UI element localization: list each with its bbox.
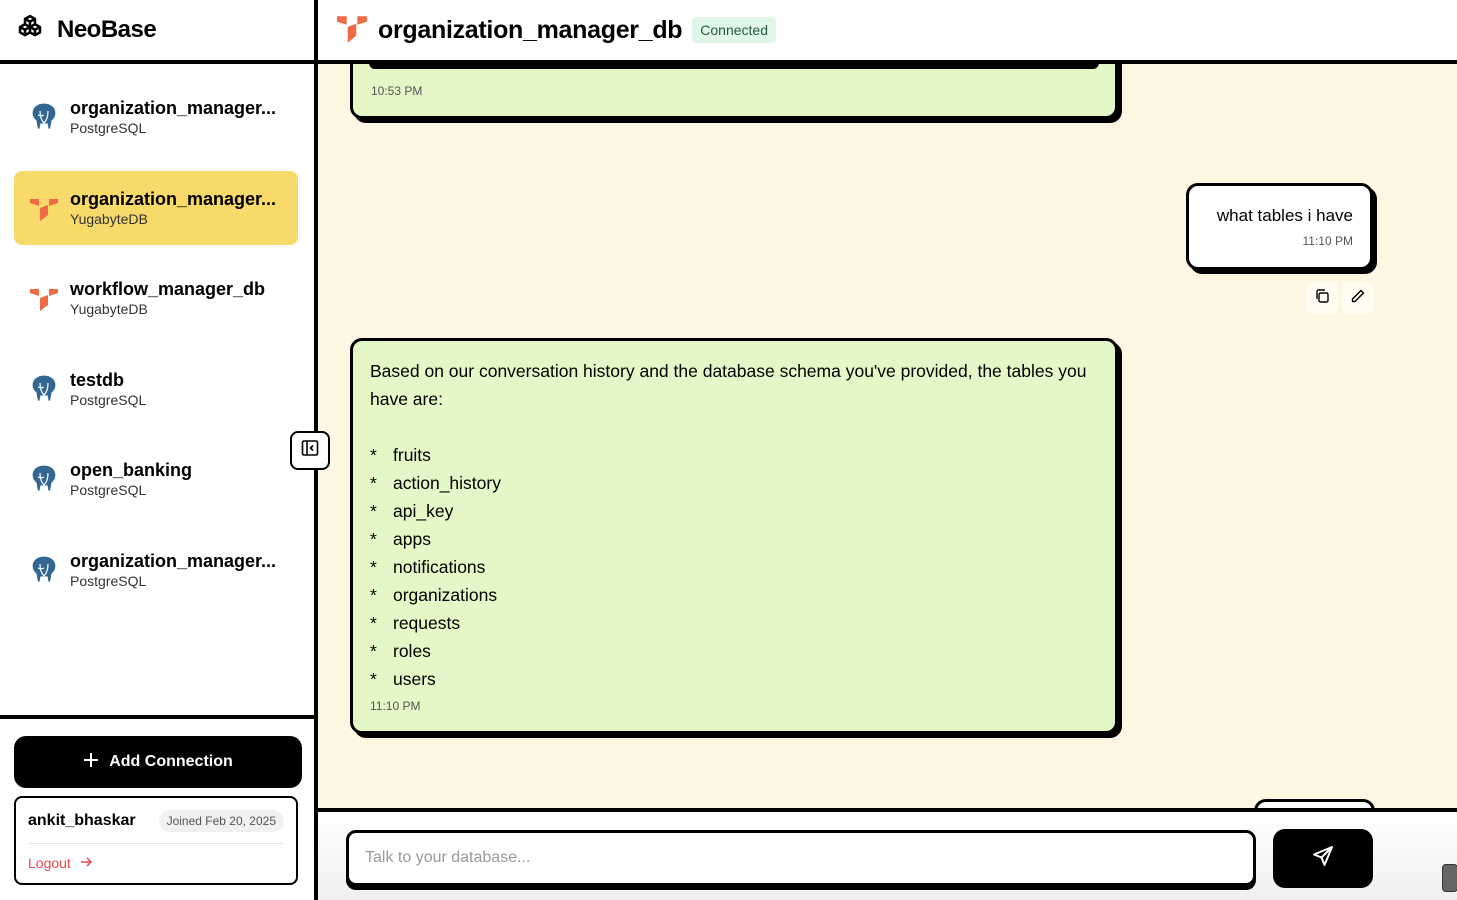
list-item: *fruits <box>370 445 431 465</box>
logout-button[interactable]: Logout <box>28 844 284 882</box>
connection-name: organization_manager... <box>70 550 277 571</box>
list-item: *roles <box>370 641 431 661</box>
message-time: 10:53 PM <box>371 84 423 98</box>
connection-item-active[interactable]: organization_manager... YugabyteDB <box>14 170 298 245</box>
chat-area[interactable]: 10:53 PM what tables i have 11:10 PM Bas… <box>318 64 1457 809</box>
plus-icon <box>83 752 99 773</box>
assistant-message: 10:53 PM <box>350 64 1118 119</box>
connection-name: open_banking <box>70 460 193 480</box>
connection-name: organization_manager... <box>70 188 277 209</box>
copy-button[interactable] <box>1306 282 1338 314</box>
user-message: what tables i have 11:10 PM <box>1186 183 1373 270</box>
connection-item[interactable]: open_banking PostgreSQL <box>14 442 298 516</box>
connection-name: workflow_manager_db <box>70 279 266 299</box>
connection-status-badge: Connected <box>692 17 776 43</box>
postgresql-icon <box>28 554 60 586</box>
postgresql-icon <box>28 373 60 405</box>
postgresql-icon <box>28 463 60 495</box>
chat-input[interactable] <box>346 830 1256 886</box>
divider <box>318 60 1457 64</box>
list-item: *apps <box>370 529 431 549</box>
list-item: *users <box>370 669 436 689</box>
panel-collapse-icon <box>301 439 319 462</box>
cubes-icon <box>15 13 45 48</box>
connection-type: YugabyteDB <box>70 301 148 317</box>
joined-badge: Joined Feb 20, 2025 <box>158 809 284 832</box>
connection-item[interactable]: workflow_manager_db YugabyteDB <box>14 261 298 335</box>
add-connection-button[interactable]: Add Connection <box>14 736 302 788</box>
connection-item[interactable]: organization_manager... PostgreSQL <box>14 80 298 154</box>
list-item: *action_history <box>370 473 501 493</box>
send-icon <box>1311 844 1335 873</box>
list-item: *organizations <box>370 585 498 605</box>
list-item: *api_key <box>370 501 454 521</box>
message-time: 11:10 PM <box>370 699 421 713</box>
arrow-right-icon <box>79 855 93 872</box>
connection-list: organization_manager... PostgreSQL organ… <box>14 80 298 623</box>
database-title: organization_manager_db <box>378 15 683 44</box>
logout-label: Logout <box>28 855 71 871</box>
user-message-text: what tables i have <box>1216 206 1353 225</box>
connection-type: YugabyteDB <box>70 210 148 227</box>
edit-button[interactable] <box>1342 282 1374 314</box>
yugabyte-icon <box>28 282 60 314</box>
connection-type: PostgreSQL <box>70 572 147 589</box>
yugabyte-icon <box>28 192 60 224</box>
connection-item[interactable]: organization_manager... PostgreSQL <box>14 533 298 607</box>
chat-input-area <box>318 812 1457 900</box>
brand[interactable]: NeoBase <box>0 0 314 60</box>
collapse-sidebar-button[interactable] <box>290 431 330 470</box>
list-item: *notifications <box>370 557 486 577</box>
username: ankit_bhaskar <box>28 811 136 829</box>
divider <box>0 60 318 64</box>
chat-header: organization_manager_db Connected <box>318 0 1457 60</box>
connection-type: PostgreSQL <box>70 391 147 408</box>
assistant-message-text: Based on our conversation history and th… <box>370 361 1087 409</box>
divider <box>318 808 1457 812</box>
yugabyte-icon <box>334 12 370 49</box>
message-time: 11:10 PM <box>1302 234 1353 248</box>
message-actions <box>1306 282 1374 314</box>
connection-item[interactable]: testdb PostgreSQL <box>14 352 298 426</box>
scrollbar-thumb[interactable] <box>1442 864 1457 892</box>
user-card: ankit_bhaskar Joined Feb 20, 2025 Logout <box>14 796 298 885</box>
list-item: *requests <box>370 613 461 633</box>
connection-name: organization_manager... <box>70 98 277 118</box>
connection-type: PostgreSQL <box>70 482 147 498</box>
divider <box>0 715 318 719</box>
assistant-message: Based on our conversation history and th… <box>350 338 1118 734</box>
add-connection-label: Add Connection <box>109 753 233 770</box>
brand-name: NeoBase <box>57 16 157 43</box>
sidebar: NeoBase organization_manager... PostgreS… <box>0 0 318 900</box>
copy-icon <box>1314 288 1330 309</box>
send-button[interactable] <box>1273 829 1373 888</box>
pencil-icon <box>1350 288 1366 309</box>
connection-name: testdb <box>70 369 124 390</box>
connection-type: PostgreSQL <box>70 120 147 136</box>
postgresql-icon <box>28 101 60 133</box>
table-list: *fruits *action_history *api_key *apps *… <box>370 441 1098 693</box>
code-block <box>369 64 1099 69</box>
